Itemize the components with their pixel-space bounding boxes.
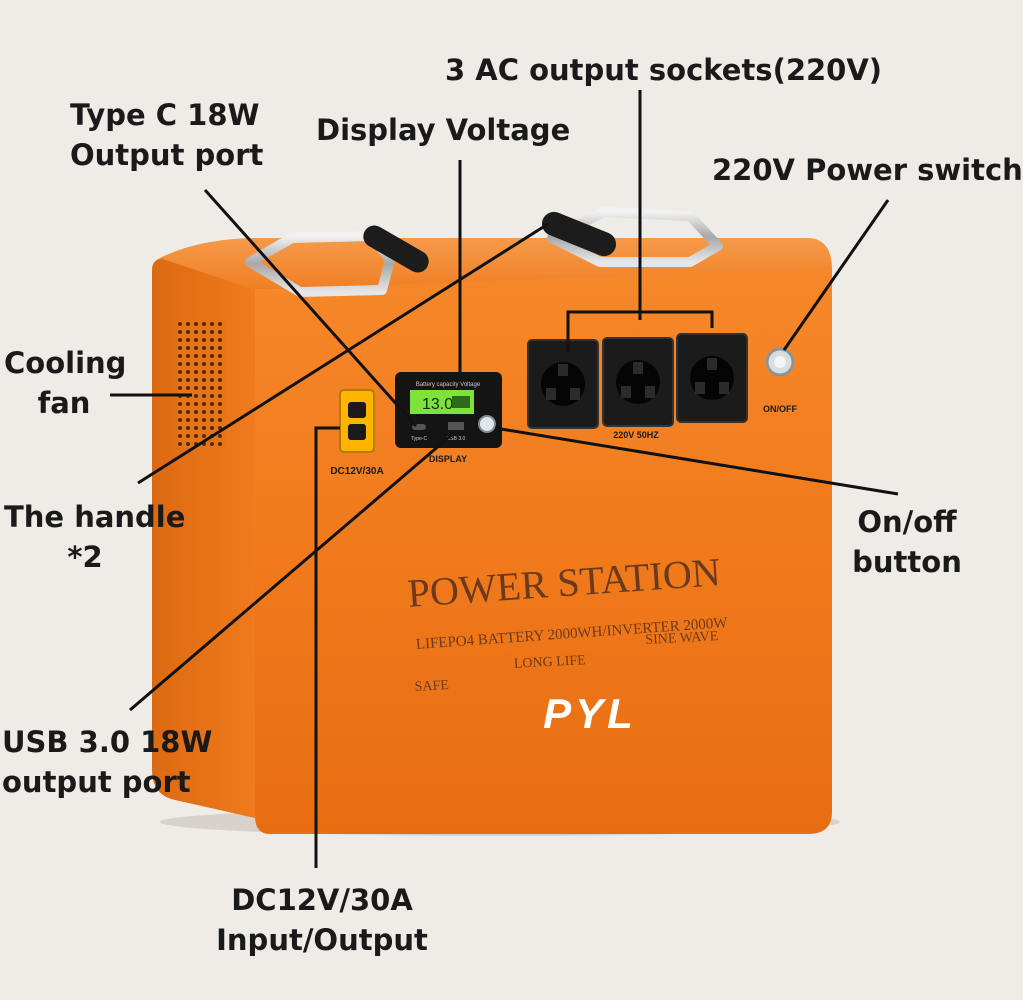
callout-dc: DC12V/30A Input/Output bbox=[212, 880, 432, 960]
usb-label: USB 3.0 bbox=[447, 436, 466, 442]
callout-usb-line1: USB 3.0 18W bbox=[2, 725, 213, 759]
callout-onoff-button: On/off button bbox=[846, 502, 968, 582]
callout-dc-line2: Input/Output bbox=[216, 923, 428, 957]
power-station-illustration: DC12V/30A Battery capacity Voltage 13.0 … bbox=[110, 90, 899, 868]
cooling-fan-vent bbox=[178, 320, 226, 448]
leader-onoff bbox=[494, 426, 899, 496]
leader-ac-bracket bbox=[566, 310, 714, 352]
leader-handle bbox=[137, 222, 549, 485]
display-button bbox=[478, 415, 496, 433]
usb-port bbox=[448, 422, 464, 430]
feature-sine-wave: SINE WAVE bbox=[645, 629, 719, 648]
ac-sockets bbox=[527, 333, 748, 429]
switch-label: ON/OFF bbox=[763, 404, 797, 414]
callout-type-c-line1: Type C 18W bbox=[70, 98, 260, 132]
display-label: DISPLAY bbox=[429, 454, 467, 464]
feature-safe: SAFE bbox=[414, 678, 449, 695]
callout-usb-line2: output port bbox=[2, 765, 191, 799]
leader-type-c bbox=[203, 189, 418, 427]
type-c-label: Type-C bbox=[411, 436, 428, 442]
callout-dc-line1: DC12V/30A bbox=[231, 883, 413, 917]
lcd-battery-bar bbox=[452, 396, 470, 408]
callout-onoff-line1: On/off bbox=[857, 505, 957, 539]
dc-port bbox=[339, 389, 375, 453]
lcd-voltage-readout: 13.0 bbox=[422, 396, 453, 413]
callout-type-c-line2: Output port bbox=[70, 138, 264, 172]
left-side-panel bbox=[152, 258, 255, 818]
callout-cooling-line2: fan bbox=[37, 386, 91, 420]
display-panel: Battery capacity Voltage 13.0 Type-C USB… bbox=[395, 372, 502, 448]
callout-ac-sockets: 3 AC output sockets(220V) bbox=[445, 50, 882, 90]
callout-display-voltage-text: Display Voltage bbox=[316, 113, 571, 147]
ac-label: 220V 50HZ bbox=[613, 430, 659, 440]
callout-handle-line2: *2 bbox=[67, 540, 103, 574]
lcd-header: Battery capacity Voltage bbox=[416, 382, 481, 388]
top-panel bbox=[160, 238, 832, 290]
callout-type-c: Type C 18W Output port bbox=[70, 95, 263, 175]
handle-left bbox=[245, 225, 429, 297]
power-switch-cap bbox=[774, 356, 786, 368]
callout-ac-sockets-text: 3 AC output sockets(220V) bbox=[445, 53, 883, 87]
callout-usb: USB 3.0 18W output port bbox=[2, 722, 213, 802]
callout-cooling-fan: Cooling fan bbox=[4, 343, 127, 423]
callout-power-switch-text: 220V Power switch bbox=[712, 153, 1023, 187]
callout-handle: The handle *2 bbox=[4, 497, 186, 577]
feature-long-life: LONG LIFE bbox=[514, 653, 587, 672]
callout-cooling-line1: Cooling bbox=[4, 346, 127, 380]
handle-right bbox=[541, 207, 723, 267]
leader-dc bbox=[314, 426, 340, 868]
leader-switch bbox=[782, 199, 890, 351]
leader-lines bbox=[110, 90, 899, 868]
callout-onoff-line2: button bbox=[852, 545, 962, 579]
callout-handle-line1: The handle bbox=[4, 500, 186, 534]
dc-port-label: DC12V/30A bbox=[330, 466, 383, 477]
callout-power-switch: 220V Power switch bbox=[712, 150, 1023, 190]
brand-logo: PYL bbox=[543, 690, 637, 737]
leader-usb bbox=[129, 430, 456, 712]
callout-display-voltage: Display Voltage bbox=[316, 110, 570, 150]
